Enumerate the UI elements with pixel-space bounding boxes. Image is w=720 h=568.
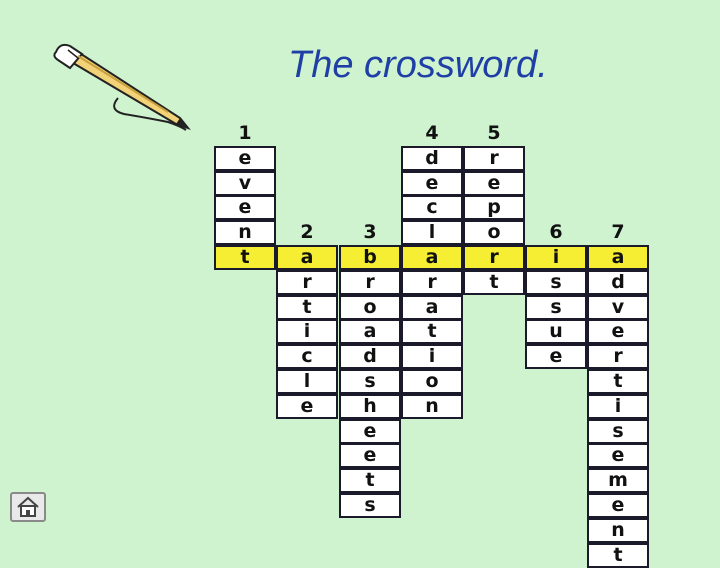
crossword-cell[interactable]: s <box>339 369 401 394</box>
crossword-cell[interactable]: r <box>587 344 649 370</box>
crossword-cell[interactable]: t <box>214 245 276 270</box>
crossword-cell[interactable]: e <box>401 170 463 196</box>
crossword-cell[interactable]: p <box>463 195 525 221</box>
crossword-cell[interactable]: s <box>587 418 649 444</box>
crossword-cell[interactable]: e <box>276 393 338 419</box>
crossword-cell[interactable]: e <box>214 145 276 171</box>
crossword-cell[interactable]: e <box>214 195 276 221</box>
crossword-cell[interactable]: i <box>525 245 587 270</box>
crossword-cell[interactable]: i <box>401 344 463 370</box>
crossword-cell[interactable]: t <box>587 369 649 394</box>
clue-number-3: 3 <box>363 220 377 243</box>
crossword-cell[interactable]: c <box>276 344 338 370</box>
home-icon <box>17 496 39 517</box>
crossword-cell[interactable]: r <box>463 245 525 270</box>
clue-number-4: 4 <box>425 121 439 144</box>
crossword-cell[interactable]: v <box>587 294 649 320</box>
crossword-cell[interactable]: t <box>587 542 649 568</box>
crossword-cell[interactable]: t <box>401 319 463 345</box>
clue-number-5: 5 <box>487 121 501 144</box>
crossword-cell[interactable]: a <box>339 319 401 345</box>
crossword-cell[interactable]: e <box>339 443 401 469</box>
crossword-cell[interactable]: n <box>214 220 276 246</box>
crossword-cell[interactable]: t <box>339 468 401 494</box>
crossword-cell[interactable]: i <box>276 319 338 345</box>
crossword-cell[interactable]: e <box>463 170 525 196</box>
home-button[interactable] <box>10 492 46 522</box>
crossword-cell[interactable]: e <box>339 418 401 444</box>
crossword-cell[interactable]: d <box>401 145 463 171</box>
crossword-cell[interactable]: e <box>587 443 649 469</box>
clue-number-7: 7 <box>611 220 625 243</box>
crossword-cell[interactable]: m <box>587 468 649 494</box>
crossword-cell[interactable]: c <box>401 195 463 221</box>
crossword-cell[interactable]: s <box>525 294 587 320</box>
crossword-cell[interactable]: a <box>401 245 463 270</box>
crossword-cell[interactable]: e <box>525 344 587 370</box>
clue-number-1: 1 <box>238 121 252 144</box>
crossword-cell[interactable]: a <box>401 294 463 320</box>
crossword-cell[interactable]: e <box>587 319 649 345</box>
crossword-cell[interactable]: o <box>339 294 401 320</box>
pencil-icon <box>53 43 191 131</box>
crossword-cell[interactable]: t <box>276 294 338 320</box>
crossword-cell[interactable]: r <box>276 269 338 295</box>
crossword-cell[interactable]: b <box>339 245 401 270</box>
crossword-cell[interactable]: r <box>339 269 401 295</box>
crossword-cell[interactable]: r <box>401 269 463 295</box>
crossword-cell[interactable]: l <box>401 220 463 246</box>
crossword-cell[interactable]: r <box>463 145 525 171</box>
page-title: The crossword. <box>288 44 548 86</box>
crossword-cell[interactable]: n <box>401 393 463 419</box>
crossword-cell[interactable]: s <box>339 493 401 518</box>
clue-number-6: 6 <box>549 220 563 243</box>
crossword-cell[interactable]: l <box>276 369 338 394</box>
crossword-cell[interactable]: u <box>525 319 587 345</box>
clue-number-2: 2 <box>300 220 314 243</box>
crossword-cell[interactable]: d <box>587 269 649 295</box>
crossword-cell[interactable]: n <box>587 517 649 543</box>
crossword-cell[interactable]: d <box>339 344 401 370</box>
crossword-cell[interactable]: v <box>214 170 276 196</box>
crossword-cell[interactable]: h <box>339 393 401 419</box>
crossword-cell[interactable]: o <box>401 369 463 394</box>
crossword-cell[interactable]: s <box>525 269 587 295</box>
crossword-cell[interactable]: o <box>463 220 525 246</box>
crossword-cell[interactable]: e <box>587 493 649 518</box>
crossword-cell[interactable]: a <box>276 245 338 270</box>
crossword-cell[interactable]: a <box>587 245 649 270</box>
crossword-cell[interactable]: i <box>587 393 649 419</box>
crossword-cell[interactable]: t <box>463 269 525 295</box>
